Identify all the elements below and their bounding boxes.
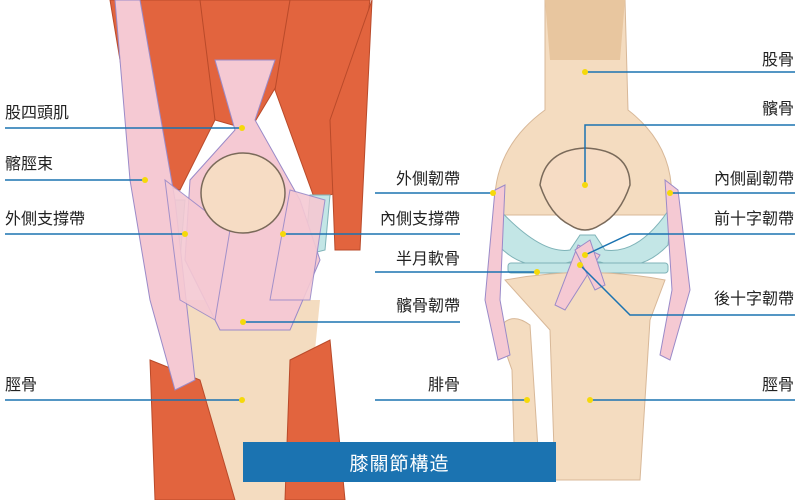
label-lateral-ligament: 外側韌帶 [395, 169, 460, 188]
joint-illustration [484, 0, 691, 481]
acl [574, 239, 606, 291]
iliotibial-band [114, 0, 196, 391]
patella-front [200, 152, 286, 234]
label-tibia: 脛骨 [761, 375, 794, 394]
patella [539, 147, 631, 231]
label-femur: 股骨 [761, 50, 794, 69]
label-patellar-ligament: 髕骨韌帶 [395, 296, 460, 315]
sartorius [329, 0, 373, 251]
label-quadriceps: 股四頭肌 [5, 103, 70, 122]
label-iliotibial-band: 髂脛束 [5, 154, 54, 173]
label-tibia-front: 脛骨 [5, 375, 38, 394]
front-knee-illustration [109, 0, 373, 500]
label-medial-retinaculum: 內側支撐帶 [379, 209, 460, 228]
label-meniscus: 半月軟骨 [395, 249, 460, 268]
tibia [504, 272, 666, 481]
diagram-title: 膝關節構造 [243, 442, 556, 482]
femur-shaft-shade [545, 0, 625, 60]
medial-retinaculum [269, 189, 326, 301]
label-patella: 髕骨 [761, 99, 794, 118]
label-medial-collateral-ligament: 內側副韌帶 [713, 169, 794, 188]
label-acl: 前十字韌帶 [713, 209, 794, 228]
leader-dots [142, 69, 673, 403]
leader-lines [5, 71, 795, 401]
label-lateral-retinaculum: 外側支撐帶 [5, 209, 86, 228]
label-fibula: 腓骨 [427, 375, 460, 394]
label-pcl: 後十字韌帶 [713, 289, 794, 308]
